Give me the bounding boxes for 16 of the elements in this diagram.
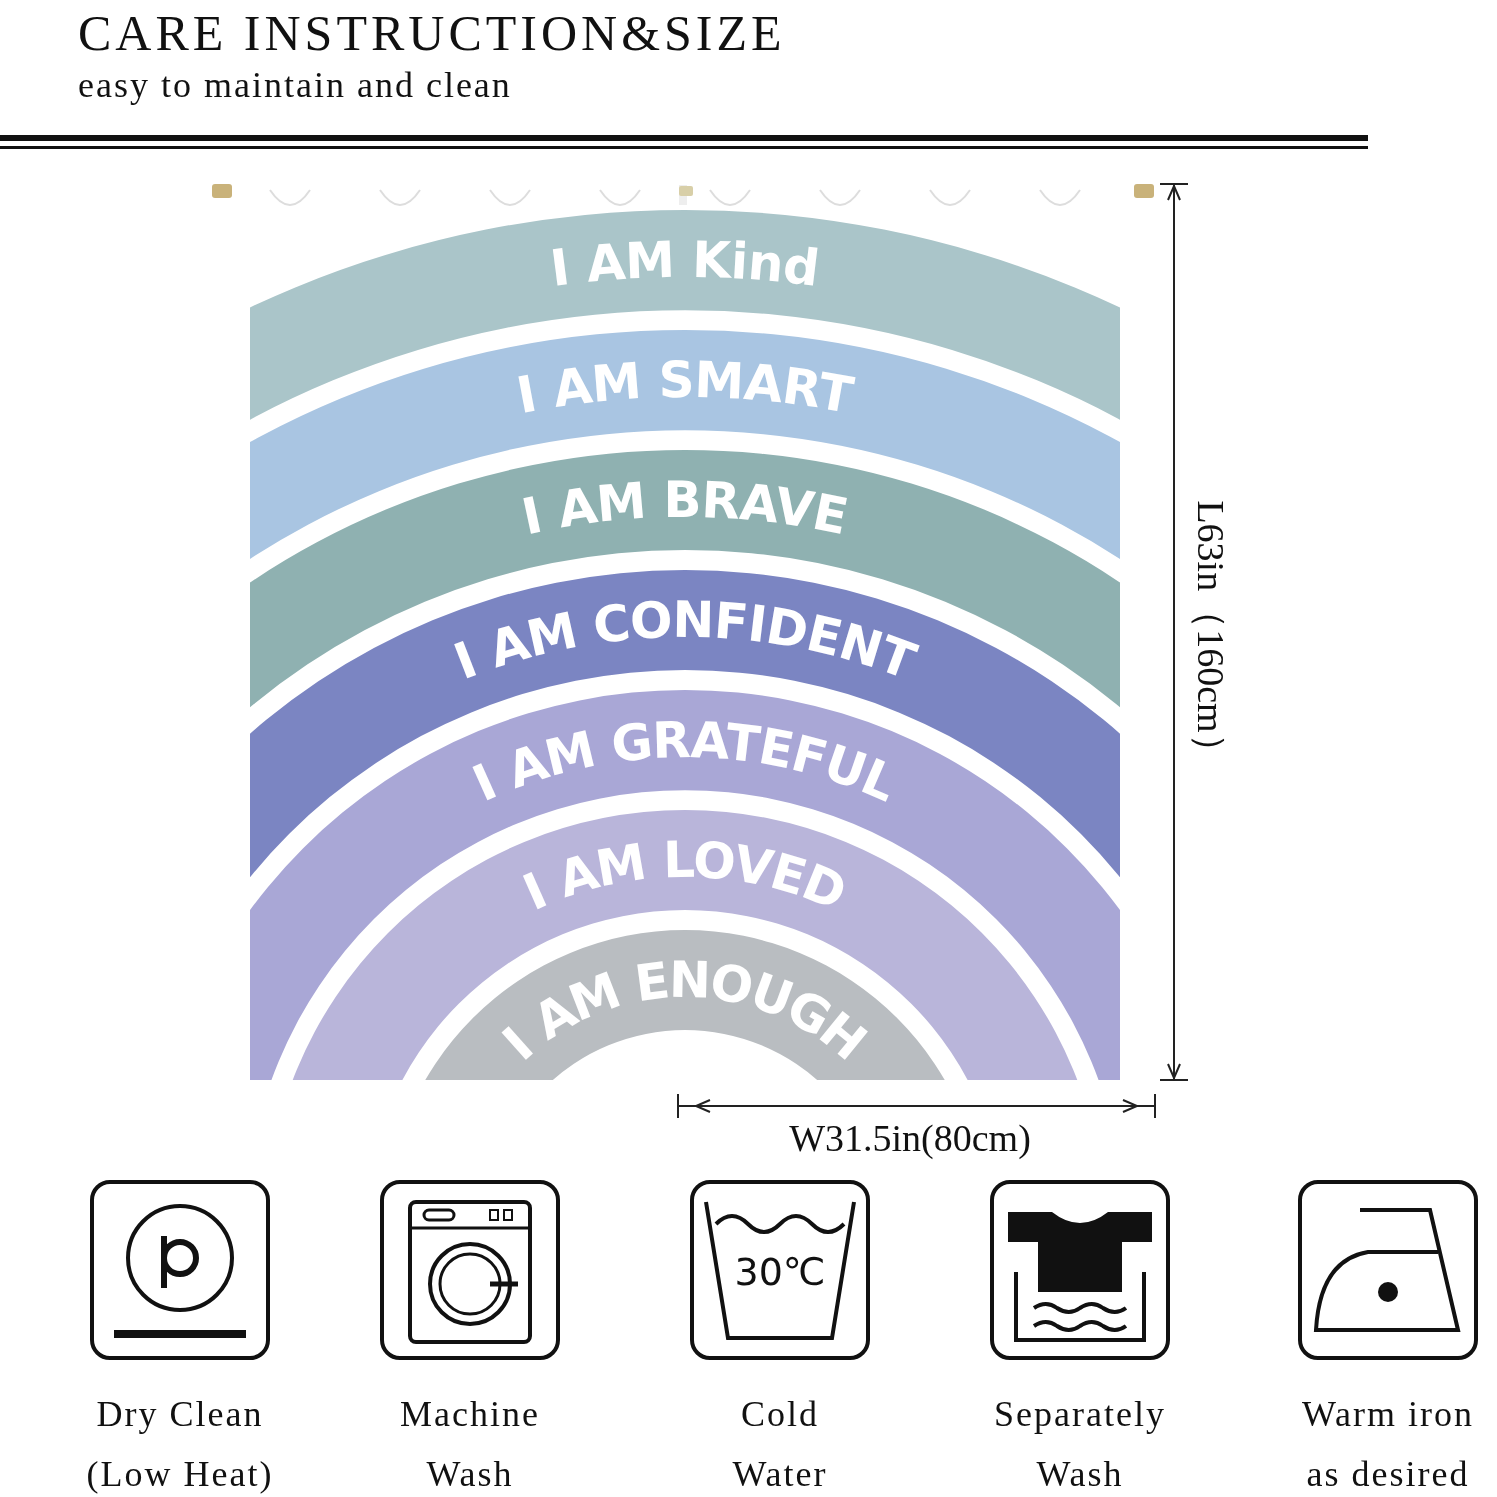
subtitle: easy to maintain and clean [78,64,512,106]
care-caption: Cold Water [731,1393,829,1496]
curtain-slogan: I AM SMART [512,350,858,426]
care-caption: Dry Clean (Low Heat) [85,1393,275,1496]
curtain-slogan: I AM CONFIDENT [446,590,924,692]
dimension-label: L63in（160cm） [1188,499,1233,773]
title: CARE INSTRUCTION&SIZE [78,4,786,62]
care-caption: Warm iron as desired [1300,1393,1476,1496]
care-caption: Separately Wash [993,1393,1167,1496]
care-caption: Machine Wash [399,1393,541,1496]
curtain-slogan: I AM LOVED [514,830,855,923]
curtain-slogan: I AM BRAVE [516,470,853,547]
curtain-slogan: I AM GRATEFUL [464,710,906,814]
temperature-label: 30℃ [733,1250,827,1294]
dimension-label: W31.5in(80cm) [788,1116,1032,1160]
curtain-slogan: I AM Kind [547,230,823,299]
